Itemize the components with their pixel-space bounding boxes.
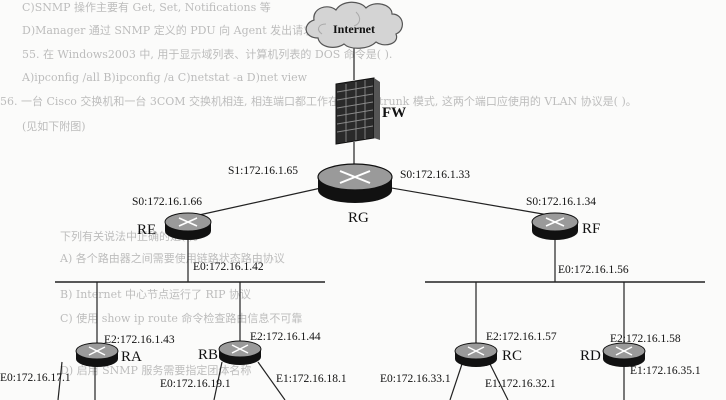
ra-e0-label: E0:172.16.17.1 <box>0 372 71 384</box>
rc-e1-label: E1:172.16.32.1 <box>485 378 556 390</box>
rg-s1-label: S1:172.16.1.65 <box>228 165 298 177</box>
bg-line-5: 56. 一台 Cisco 交换机和一台 3COM 交换机相连, 相连端口都工作在… <box>0 94 637 108</box>
bg-line-9: B) Internet 中心节点运行了 RIP 协议 <box>60 287 251 301</box>
links <box>55 40 705 400</box>
bg-line-6: (见如下附图) <box>22 119 86 133</box>
bg-line-8: A) 各个路由器之间需要使用链路状态路由协议 <box>59 251 285 265</box>
router-rd-icon <box>602 342 646 367</box>
ra-e2-label: E2:172.16.1.43 <box>104 334 175 346</box>
rb-e2-label: E2:172.16.1.44 <box>250 331 321 343</box>
router-rb-icon <box>218 340 262 365</box>
link-ra-e0 <box>57 361 63 400</box>
rc-e0-label: E0:172.16.33.1 <box>380 373 451 385</box>
rc-e2-label: E2:172.16.1.57 <box>486 331 557 343</box>
link-rc-e0 <box>449 363 463 400</box>
rg-s0-label: S0:172.16.1.33 <box>400 169 470 181</box>
ra-label: RA <box>121 349 142 365</box>
router-ra-icon <box>75 342 119 367</box>
rd-label: RD <box>580 348 601 364</box>
router-re-icon <box>164 212 212 240</box>
rb-e1-label: E1:172.16.18.1 <box>276 373 347 385</box>
rb-label: RB <box>198 347 218 363</box>
bg-line-2: D)Manager 通过 SNMP 定义的 PDU 向 Agent 发出请求 <box>22 23 314 37</box>
interface-labels: S1:172.16.1.65 S0:172.16.1.33 S0:172.16.… <box>0 165 701 390</box>
internet-label: Internet <box>333 22 375 36</box>
rd-e2-label: E2:172.16.1.58 <box>610 333 681 345</box>
re-label: RE <box>137 222 156 238</box>
link-rg-re <box>189 185 331 218</box>
link-rb-e1 <box>257 361 286 400</box>
bg-line-10: C) 使用 show ip route 命令检查路由信息不可靠 <box>60 311 302 325</box>
router-rf-icon <box>531 212 579 240</box>
background-text: C)SNMP 操作主要有 Get, Set, Notifications 等 D… <box>0 0 637 377</box>
link-rc-e1 <box>489 363 509 400</box>
router-rc-icon <box>454 342 498 367</box>
firewall-icon <box>335 77 380 145</box>
rf-e0-label: E0:172.16.1.56 <box>558 264 629 276</box>
re-e0-label: E0:172.16.1.42 <box>193 261 264 273</box>
re-s0-label: S0:172.16.1.66 <box>132 196 202 208</box>
rd-e1-label: E1:172.16.35.1 <box>630 365 701 377</box>
rc-label: RC <box>502 348 522 364</box>
router-rg-icon <box>317 163 393 203</box>
link-rb-e0 <box>213 361 223 400</box>
bg-line-4: A)ipconfig /all B)ipconfig /a C)netstat … <box>21 71 308 84</box>
rg-label: RG <box>348 210 369 226</box>
rf-s0-label: S0:172.16.1.34 <box>526 196 596 208</box>
bg-line-3: 55. 在 Windows2003 中, 用于显示域列表、计算机列表的 DOS … <box>22 47 392 61</box>
rb-e0-label: E0:172.16.19.1 <box>160 378 231 390</box>
rf-label: RF <box>582 221 600 237</box>
bg-line-1: C)SNMP 操作主要有 Get, Set, Notifications 等 <box>22 0 271 14</box>
bg-line-11: D) 启用 SNMP 服务需要指定团体名称 <box>60 363 251 377</box>
link-rg-rf <box>379 185 561 218</box>
fw-label: FW <box>382 105 406 121</box>
internet-cloud-icon <box>305 1 403 49</box>
